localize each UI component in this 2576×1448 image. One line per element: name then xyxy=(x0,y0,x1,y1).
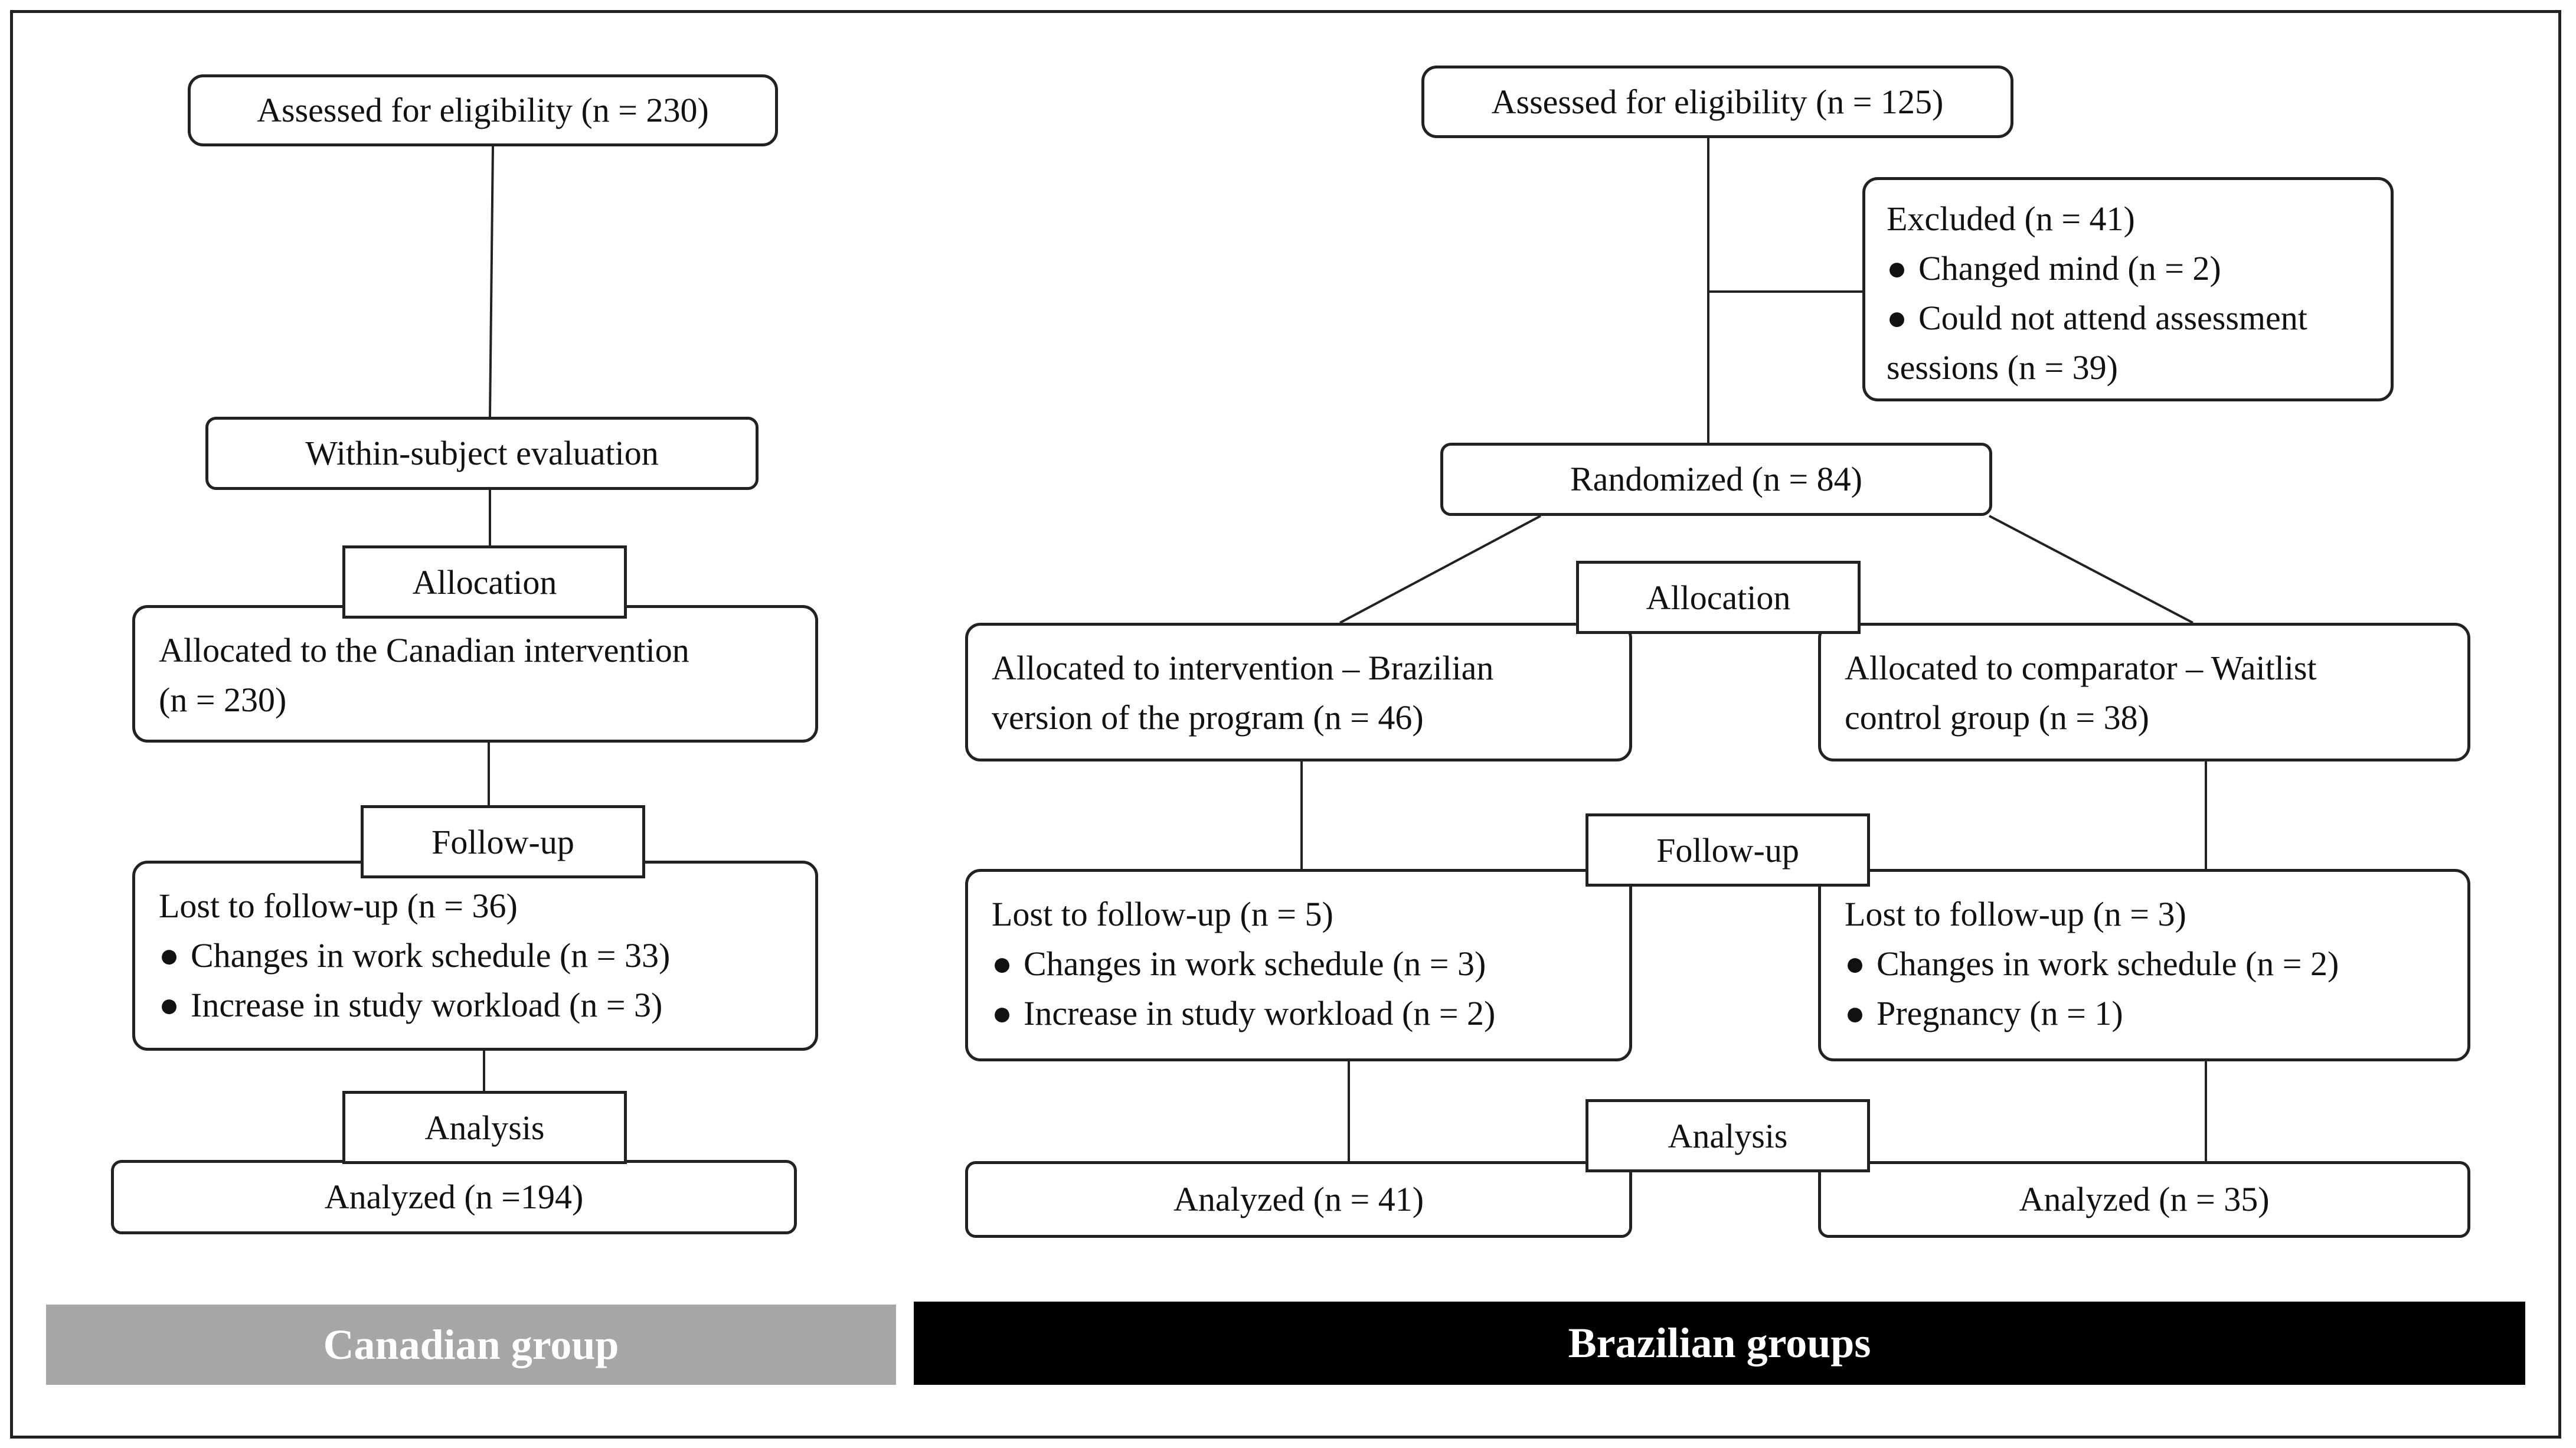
comparator-lost-box: Lost to follow-up (n = 3) ●Changes in wo… xyxy=(1818,869,2470,1061)
intervention-line-1: Allocated to intervention – Brazilian xyxy=(992,649,1494,687)
excluded-tail: sessions (n = 39) xyxy=(1887,348,2118,387)
brazilian-excluded-box: Excluded (n = 41) ●Changed mind (n = 2) … xyxy=(1862,177,2394,401)
canadian-assessed-text: Assessed for eligibility (n = 230) xyxy=(257,91,709,129)
canadian-allocated-box: Allocated to the Canadian intervention (… xyxy=(132,605,818,743)
excluded-title: Excluded (n = 41) xyxy=(1887,200,2135,238)
canadian-group-bar: Canadian group xyxy=(46,1305,896,1385)
connector-line xyxy=(489,146,494,417)
comparator-line-2: control group (n = 38) xyxy=(1845,698,2149,737)
brazilian-analysis-label: Analysis xyxy=(1586,1099,1870,1172)
diagram-frame xyxy=(10,10,2561,1439)
brazilian-assessed-box: Assessed for eligibility (n = 125) xyxy=(1421,66,2013,138)
bullet-icon: ● xyxy=(992,944,1013,983)
connector-line xyxy=(1989,515,2193,624)
brazilian-followup-label: Follow-up xyxy=(1586,813,1870,887)
bullet-icon: ● xyxy=(1845,944,1866,983)
brazilian-group-bar: Brazilian groups xyxy=(914,1302,2525,1385)
list-item: ●Increase in study workload (n = 2) xyxy=(992,989,1606,1038)
canadian-group-label: Canadian group xyxy=(323,1320,619,1368)
list-item: ●Could not attend assessment xyxy=(1887,293,2369,343)
canadian-analyzed-box: Analyzed (n =194) xyxy=(111,1160,797,1234)
comparator-allocated-box: Allocated to comparator – Waitlist contr… xyxy=(1818,623,2470,761)
randomized-text: Randomized (n = 84) xyxy=(1570,460,1862,498)
brazilian-assessed-text: Assessed for eligibility (n = 125) xyxy=(1491,82,1944,121)
canadian-allocated-line-2: (n = 230) xyxy=(159,681,287,719)
comparator-analyzed-text: Analyzed (n = 35) xyxy=(2019,1180,2270,1218)
connector-line xyxy=(1339,515,1541,624)
bullet-icon: ● xyxy=(1887,299,1908,337)
within-subject-box: Within-subject evaluation xyxy=(205,417,759,490)
intervention-line-2: version of the program (n = 46) xyxy=(992,698,1424,737)
brazilian-group-label: Brazilian groups xyxy=(1568,1319,1871,1367)
canadian-lost-title: Lost to follow-up (n = 36) xyxy=(159,887,518,925)
comparator-lost-title: Lost to follow-up (n = 3) xyxy=(1845,895,2186,933)
randomized-box: Randomized (n = 84) xyxy=(1440,443,1992,516)
canadian-lost-box: Lost to follow-up (n = 36) ●Changes in w… xyxy=(132,861,818,1051)
intervention-allocated-box: Allocated to intervention – Brazilian ve… xyxy=(965,623,1632,761)
list-item: ●Pregnancy (n = 1) xyxy=(1845,989,2444,1038)
bullet-icon: ● xyxy=(159,986,180,1024)
intervention-analyzed-text: Analyzed (n = 41) xyxy=(1173,1180,1424,1218)
list-item: ●Changes in work schedule (n = 3) xyxy=(992,939,1606,989)
list-item: ●Increase in study workload (n = 3) xyxy=(159,980,792,1030)
brazilian-allocation-label: Allocation xyxy=(1576,561,1861,634)
comparator-analyzed-box: Analyzed (n = 35) xyxy=(1818,1161,2470,1238)
list-item: ●Changes in work schedule (n = 33) xyxy=(159,931,792,980)
canadian-followup-label: Follow-up xyxy=(361,805,645,878)
bullet-icon: ● xyxy=(1845,994,1866,1032)
within-subject-text: Within-subject evaluation xyxy=(305,434,659,472)
list-item: ●Changes in work schedule (n = 2) xyxy=(1845,939,2444,989)
canadian-allocated-line-1: Allocated to the Canadian intervention xyxy=(159,631,689,669)
canadian-analyzed-text: Analyzed (n =194) xyxy=(324,1178,584,1216)
intervention-lost-box: Lost to follow-up (n = 5) ●Changes in wo… xyxy=(965,869,1632,1061)
canadian-assessed-box: Assessed for eligibility (n = 230) xyxy=(188,74,778,146)
canadian-analysis-label: Analysis xyxy=(342,1091,627,1164)
bullet-icon: ● xyxy=(992,994,1013,1032)
canadian-allocation-label: Allocation xyxy=(342,545,627,619)
intervention-lost-title: Lost to follow-up (n = 5) xyxy=(992,895,1333,933)
list-item: ●Changed mind (n = 2) xyxy=(1887,244,2369,293)
bullet-icon: ● xyxy=(159,936,180,975)
bullet-icon: ● xyxy=(1887,249,1908,287)
comparator-line-1: Allocated to comparator – Waitlist xyxy=(1845,649,2317,687)
intervention-analyzed-box: Analyzed (n = 41) xyxy=(965,1161,1632,1238)
